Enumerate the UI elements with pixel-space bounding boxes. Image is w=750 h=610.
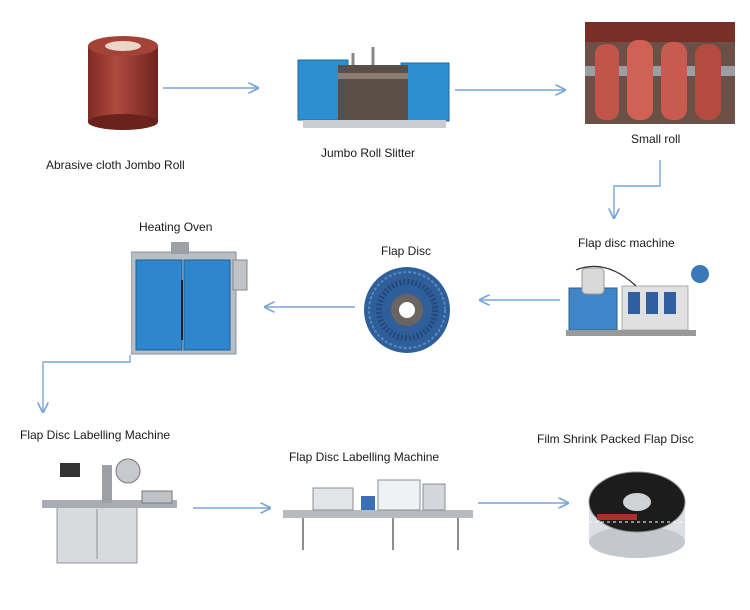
step-label: Flap Disc Labelling Machine <box>289 450 440 464</box>
step-label: Jumbo Roll Slitter <box>321 146 416 160</box>
arrow-oven-to-labeller <box>43 355 131 412</box>
slitter-machine-icon <box>297 47 450 128</box>
abrasive-roll-icon <box>88 36 158 130</box>
step-label: Film Shrink Packed Flap Disc <box>537 432 694 446</box>
flap-disc-icon <box>364 267 450 353</box>
step-label: Abrasive cloth Jombo Roll <box>46 158 185 172</box>
arrow-smallroll-to-flapmachine <box>614 160 661 218</box>
packed-flap-disc-icon <box>588 471 686 558</box>
step-label: Small roll <box>631 132 681 146</box>
labelling-line-icon <box>283 479 473 550</box>
labelling-machine-icon <box>42 458 177 564</box>
flap-disc-machine-icon <box>566 265 709 336</box>
step-label: Flap Disc <box>381 244 432 258</box>
step-label: Flap disc machine <box>578 236 675 250</box>
heating-oven-icon <box>131 242 248 355</box>
step-label: Flap Disc Labelling Machine <box>20 428 171 442</box>
small-rolls-icon <box>585 22 735 124</box>
step-label: Heating Oven <box>139 220 213 234</box>
